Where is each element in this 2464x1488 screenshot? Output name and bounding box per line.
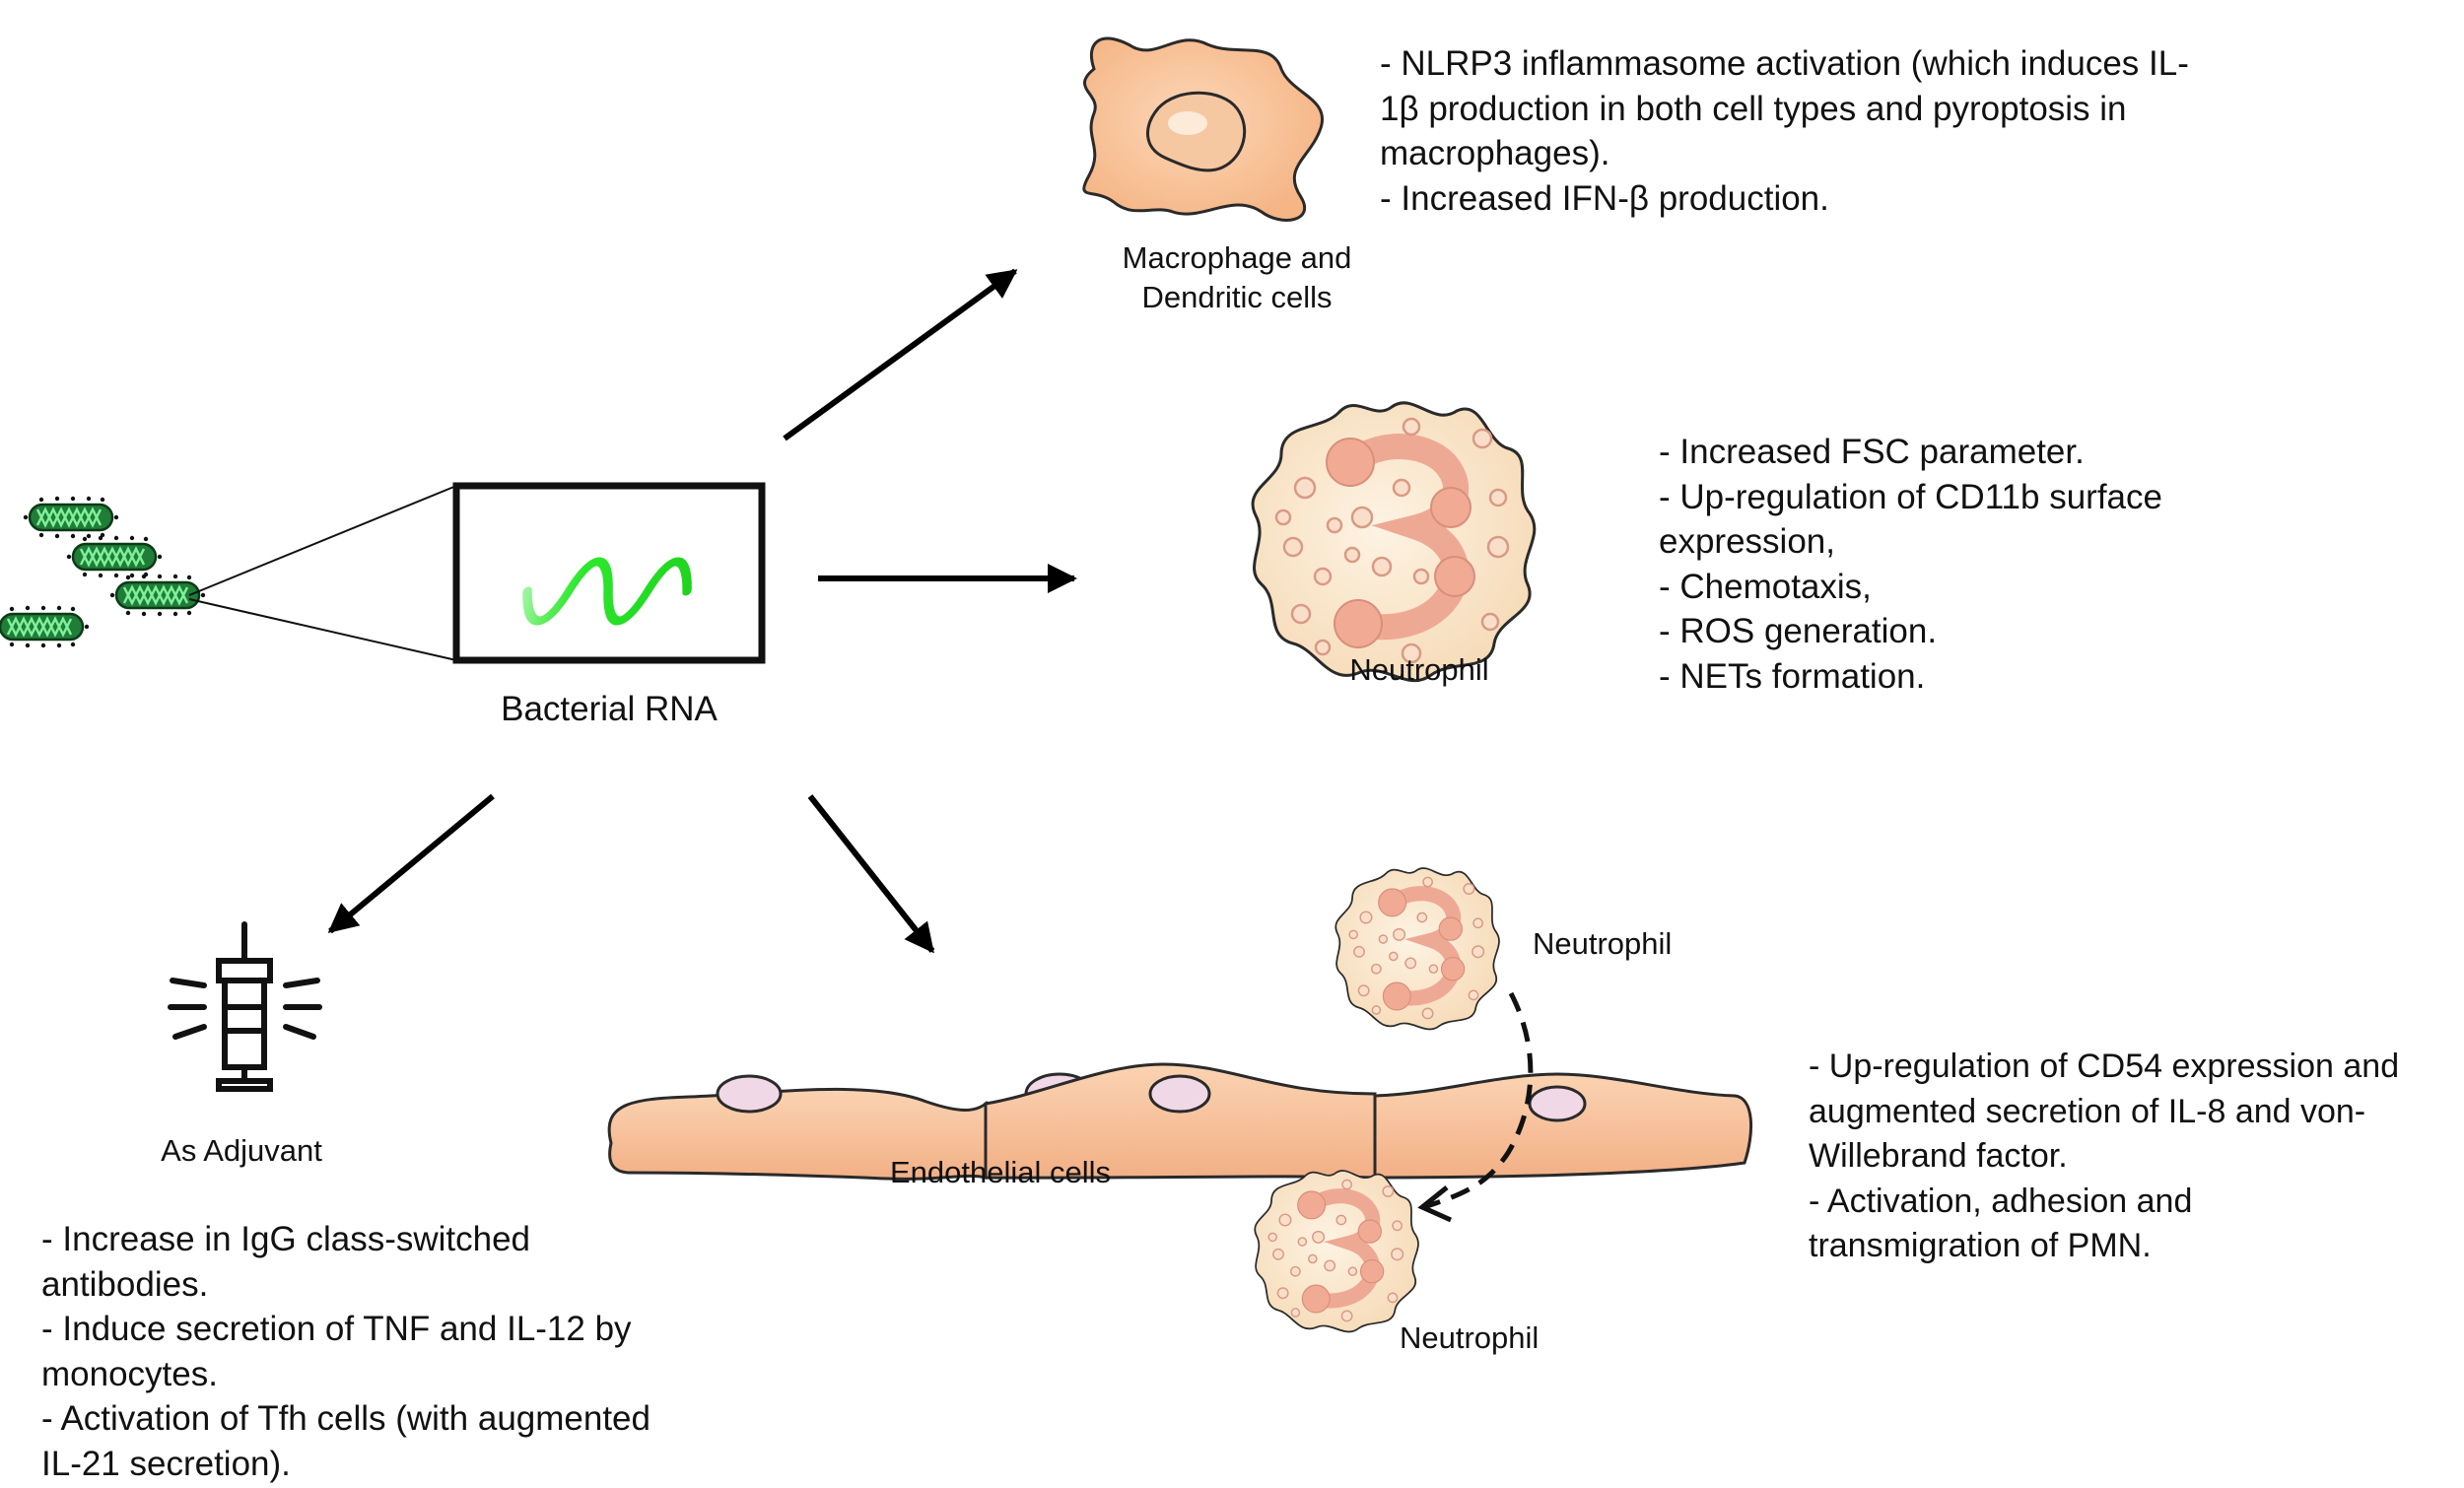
- effect-line: - Activation, adhesion and: [1809, 1182, 2193, 1220]
- adjuvant-label: As Adjuvant: [161, 1133, 322, 1168]
- effect-line: antibodies.: [41, 1264, 209, 1304]
- arrow-to-adjuvant: [327, 793, 495, 934]
- bacterium-icon: [22, 495, 120, 540]
- effect-line: expression,: [1659, 522, 1835, 561]
- macrophage-cell-icon: [1082, 36, 1325, 222]
- effect-line: - ROS generation.: [1659, 612, 1938, 650]
- zoom-line-bottom: [188, 598, 457, 661]
- effect-line: monocytes.: [41, 1354, 218, 1393]
- effect-line: - Up-regulation of CD54 expression and: [1809, 1048, 2400, 1085]
- macrophage-label-line: Macrophage and: [1122, 240, 1352, 275]
- neutrophil-top-label: Neutrophil: [1533, 926, 1673, 961]
- neutrophil-effects: - Increased FSC parameter. - Up-regulati…: [1659, 430, 2162, 699]
- endothelial-nucleus: [716, 1074, 783, 1114]
- macrophage-label-line: Dendritic cells: [1141, 280, 1333, 314]
- effect-line: - Increase in IgG class-switched: [41, 1220, 531, 1258]
- arrow-to-endothelial: [807, 794, 935, 954]
- bacterium-icon: [0, 604, 91, 649]
- arrow-to-macrophage: [783, 268, 1018, 441]
- neutrophil-bottom-label: Neutrophil: [1400, 1320, 1540, 1355]
- neutrophil-top-icon: [1335, 868, 1499, 1029]
- macrophage-label: Macrophage and Dendritic cells: [1074, 238, 1400, 317]
- effect-line: IL-21 secretion).: [41, 1444, 291, 1483]
- neutrophil-cell-icon: [1253, 403, 1535, 681]
- effect-line: - Induce secretion of TNF and IL-12 by: [41, 1310, 632, 1348]
- bacterial-rna-label: Bacterial RNA: [501, 690, 718, 728]
- effect-line: - Up-regulation of CD11b surface: [1659, 477, 2162, 516]
- effect-line: macrophages).: [1380, 134, 1610, 172]
- neutrophil-label: Neutrophil: [1349, 652, 1489, 687]
- effect-line: transmigration of PMN.: [1809, 1227, 2152, 1264]
- bacterium-icon: [65, 534, 164, 579]
- syringe-glow-lines: [168, 978, 322, 1040]
- effect-line: - Chemotaxis,: [1659, 567, 1872, 606]
- adjuvant-effects: - Increase in IgG class-switched antibod…: [41, 1217, 650, 1486]
- transmigration-arrow: [1423, 991, 1534, 1210]
- effect-line: 1β production in both cell types and pyr…: [1380, 89, 2127, 128]
- endothelial-effects: - Up-regulation of CD54 expression and a…: [1809, 1045, 2399, 1269]
- zoom-line-top: [188, 485, 457, 596]
- rna-strand-icon: [522, 557, 692, 626]
- bacteria-cluster: [0, 495, 207, 649]
- macrophage-effects: - NLRP3 inflammasome activation (which i…: [1380, 41, 2189, 221]
- endothelial-label: Endothelial cells: [889, 1155, 1112, 1189]
- effect-line: augmented secretion of IL-8 and von-: [1809, 1092, 2366, 1130]
- syringe-icon: [216, 921, 273, 1092]
- endothelial-cells-icon: [607, 1062, 1753, 1181]
- effect-line: - Activation of Tfh cells (with augmente…: [41, 1399, 650, 1438]
- effect-line: - NLRP3 inflammasome activation (which i…: [1380, 44, 2189, 83]
- transmigration-arrowhead: [1417, 1185, 1453, 1223]
- effect-line: Willebrand factor.: [1809, 1137, 2068, 1175]
- effect-line: - Increased FSC parameter.: [1659, 433, 2085, 471]
- effect-line: - NETs formation.: [1659, 656, 1926, 696]
- neutrophil-bottom-icon: [1255, 1171, 1418, 1331]
- effect-line: - Increased IFN-β production.: [1380, 178, 1829, 218]
